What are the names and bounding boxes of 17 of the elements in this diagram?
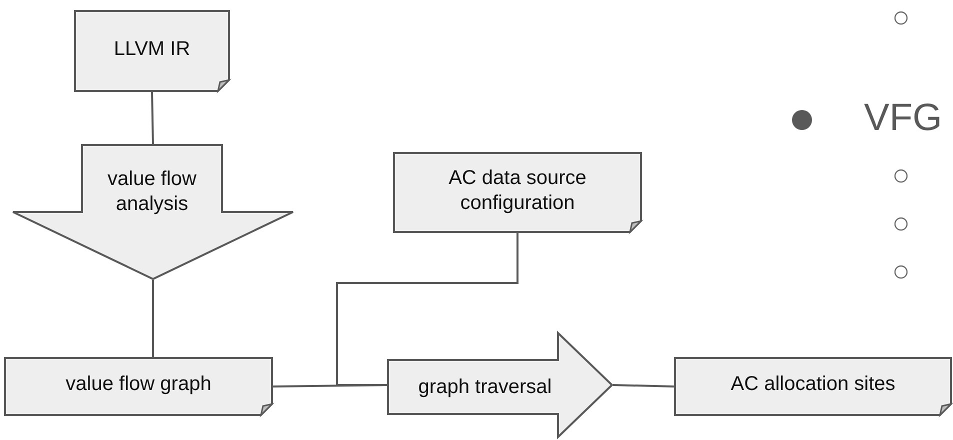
connector-line [612, 384, 674, 388]
connector-line [336, 233, 518, 386]
document-box [74, 10, 230, 92]
document-box [674, 357, 952, 416]
node-text: AC data source configuration [448, 166, 588, 216]
document-box [4, 357, 273, 416]
node-text: LLVM IR [114, 36, 190, 62]
right-arrow-shape [387, 332, 613, 438]
slide-heading: VFG [864, 96, 942, 140]
node-text: value flow analysis [106, 167, 198, 217]
node-text: AC allocation sites [730, 372, 896, 397]
node-text: graph traversal [418, 374, 552, 400]
document-box [393, 152, 642, 233]
node-text: value flow graph [66, 372, 212, 397]
connector-line [151, 92, 154, 144]
down-arrow-shape [12, 144, 294, 280]
connector-line [152, 280, 154, 357]
